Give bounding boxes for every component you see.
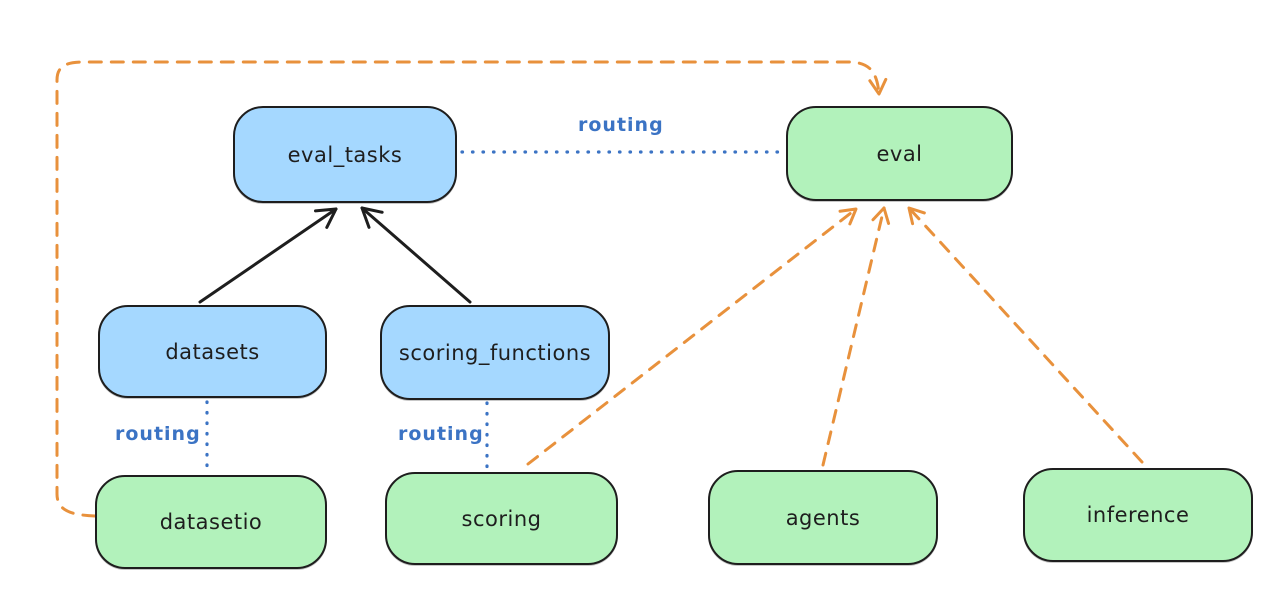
routing-label-scoring_functions-scoring: routing	[398, 423, 484, 445]
routing-label-eval_tasks-eval: routing	[578, 114, 664, 136]
node-datasets: datasets	[98, 305, 327, 398]
node-datasets-label: datasets	[165, 339, 260, 364]
edge-scoring_functions-to-eval_tasks	[360, 206, 472, 304]
edge-inference-to-eval	[907, 206, 1144, 464]
node-scoring_functions: scoring_functions	[380, 305, 610, 400]
node-inference-label: inference	[1086, 503, 1190, 527]
node-eval_tasks: eval_tasks	[233, 106, 457, 203]
node-datasetio-label: datasetio	[159, 510, 263, 534]
node-eval-label: eval	[876, 141, 923, 166]
node-eval: eval	[786, 106, 1013, 201]
edge-scoring-to-eval	[526, 207, 858, 466]
edge-agents-to-eval	[821, 206, 891, 467]
edge-datasets-to-eval_tasks	[198, 207, 338, 304]
node-agents-label: agents	[785, 505, 861, 530]
node-datasetio: datasetio	[95, 475, 327, 569]
edge-datasetio-to-eval	[55, 60, 888, 518]
node-scoring_functions-label: scoring_functions	[398, 340, 592, 365]
node-scoring: scoring	[385, 472, 618, 565]
node-agents: agents	[708, 470, 938, 565]
node-inference: inference	[1023, 468, 1253, 562]
routing-label-datasets-datasetio: routing	[115, 423, 201, 445]
node-eval_tasks-label: eval_tasks	[287, 142, 403, 167]
node-scoring-label: scoring	[461, 506, 542, 531]
